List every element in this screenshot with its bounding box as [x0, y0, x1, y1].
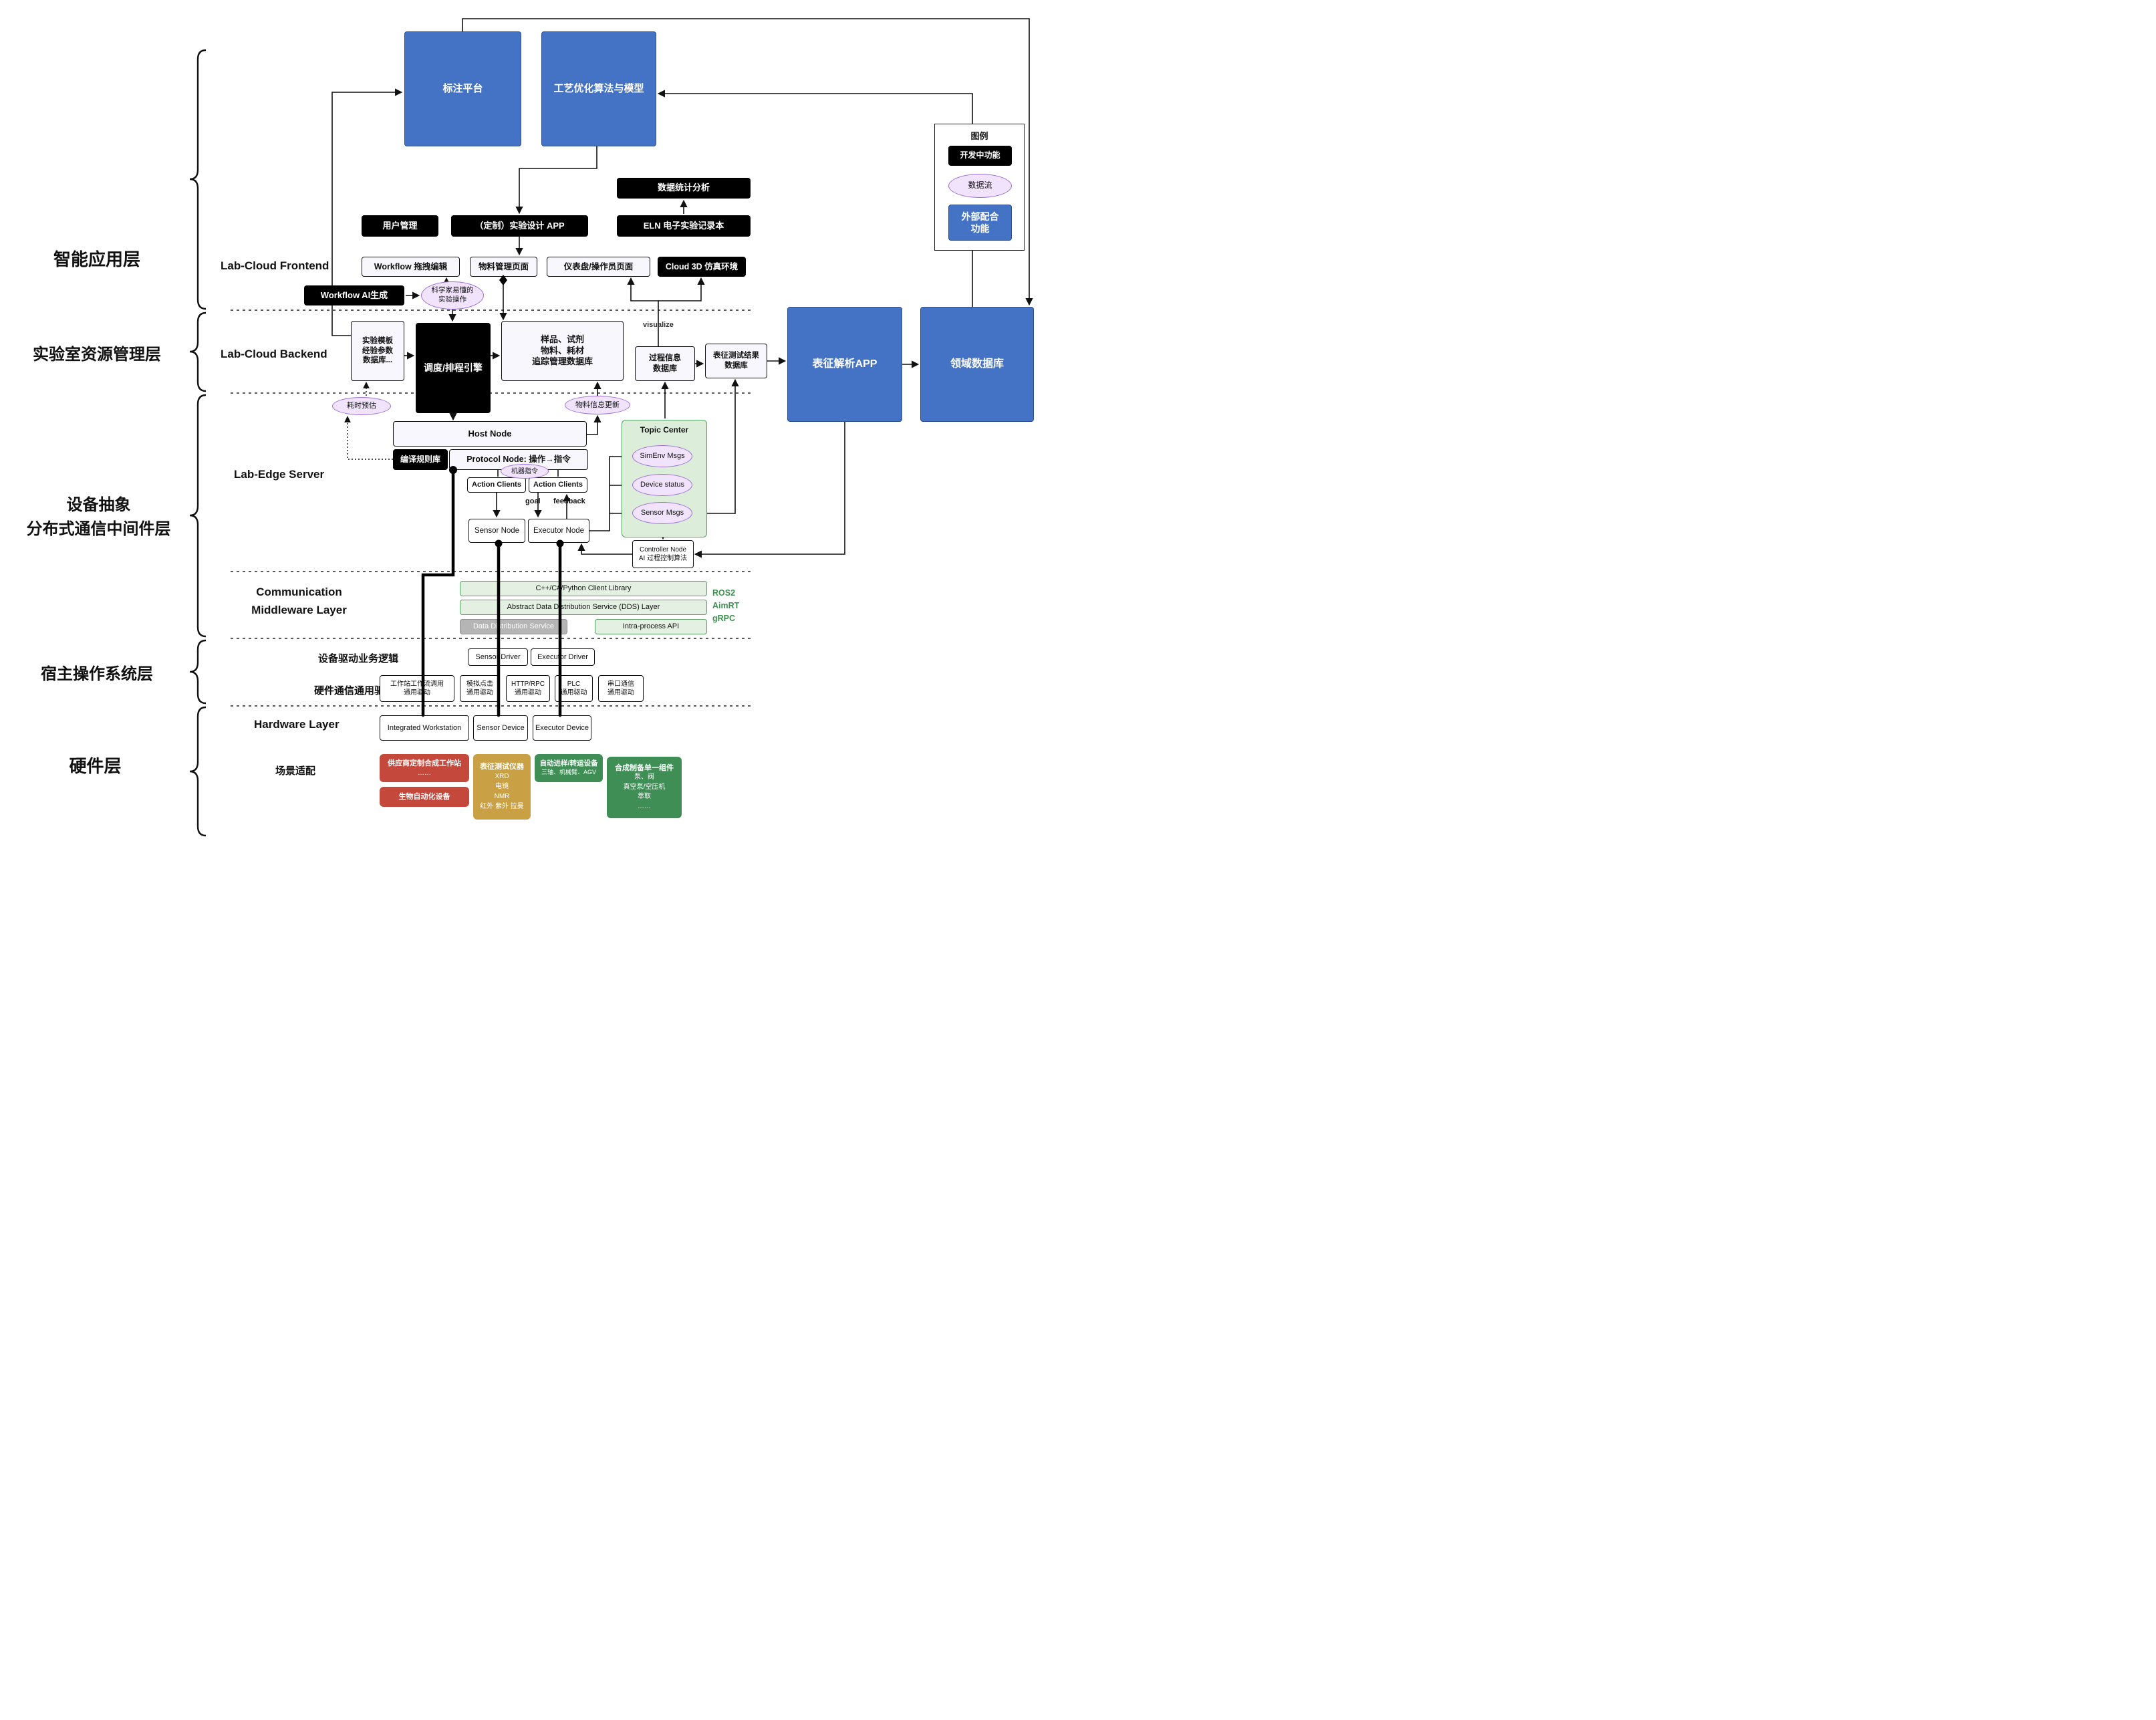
dotted-arrows — [344, 382, 393, 460]
plc-driver-node: PLC 通用驱动 — [555, 675, 593, 702]
goal-label: goal — [525, 497, 541, 505]
vendor-workstation-node: 供应商定制合成工作站 …… — [380, 754, 469, 782]
dds-service-bar: Data Distribution Service — [460, 619, 567, 634]
characterization-instruments-title: 表征测试仪器 — [480, 762, 524, 771]
synthesis-components-body: 泵、阀 真空泵/空压机 萃取 …… — [623, 773, 666, 810]
legend-item-data-flow: 数据流 — [948, 174, 1012, 198]
scheduler-engine-node: 调度/排程引擎 — [416, 323, 491, 413]
vendor-workstation-body: …… — [418, 769, 431, 777]
machine-command-flow: 机器指令 — [501, 464, 549, 479]
legend: 图例 开发中功能 数据流 外部配合 功能 — [934, 124, 1025, 251]
layer-label-hardware: 硬件层 — [69, 756, 122, 776]
process-info-db-node: 过程信息 数据库 — [635, 346, 695, 381]
characterization-instruments-node: 表征测试仪器 XRD 电镜 NMR 红外 紫外 拉曼 — [473, 754, 531, 820]
legend-title: 图例 — [970, 131, 988, 141]
visualize-label: visualize — [643, 321, 674, 329]
hardware-section-label: Hardware Layer — [254, 718, 340, 731]
process-optimization-node: 工艺优化算法与模型 — [541, 31, 656, 146]
scene-adaptation-label: 场景适配 — [275, 765, 316, 777]
workflow-editor-node: Workflow 拖拽编辑 — [362, 257, 460, 277]
dds-abstract-layer-bar: Abstract Data Distribution Service (DDS)… — [460, 600, 707, 615]
executor-node: Executor Node — [528, 519, 589, 543]
synthesis-components-node: 合成制备单一组件 泵、阀 真空泵/空压机 萃取 …… — [607, 757, 682, 818]
material-page-node: 物料管理页面 — [470, 257, 537, 277]
device-status-flow: Device status — [632, 474, 692, 496]
aimrt-label: AimRT — [712, 601, 740, 610]
http-rpc-driver-node: HTTP/RPC 通用驱动 — [506, 675, 550, 702]
integrated-workstation-node: Integrated Workstation — [380, 715, 469, 741]
layer-label-app: 智能应用层 — [53, 249, 140, 269]
workflow-ai-node: Workflow AI生成 — [304, 285, 404, 305]
domain-database-node: 领域数据库 — [920, 307, 1034, 422]
vendor-workstation-title: 供应商定制合成工作站 — [388, 759, 461, 768]
middleware-section-label: Communication Middleware Layer — [251, 586, 347, 617]
compile-rules-node: 编译规则库 — [393, 449, 448, 470]
scientist-operations-flow: 科学家易懂的 实验操作 — [421, 281, 484, 310]
action-clients-1-node: Action Clients — [467, 477, 526, 493]
frontend-section-label: Lab-Cloud Frontend — [221, 259, 329, 272]
workstation-driver-node: 工作站工作流调用 通用驱动 — [380, 675, 454, 702]
executor-device-node: Executor Device — [533, 715, 591, 741]
edge-server-section-label: Lab-Edge Server — [234, 468, 325, 481]
data-statistics-node: 数据统计分析 — [617, 178, 751, 199]
feedback-label: feedback — [553, 497, 585, 505]
transfer-equipment-node: 自动进样/转运设备 三轴、机械臂、AGV — [535, 754, 603, 782]
sensor-msgs-flow: Sensor Msgs — [632, 502, 692, 524]
bio-automation-node: 生物自动化设备 — [380, 787, 469, 807]
layer-label-host-os: 宿主操作系统层 — [41, 665, 153, 683]
host-node: Host Node — [393, 421, 587, 447]
dashboard-page-node: 仪表盘/操作员页面 — [547, 257, 650, 277]
legend-item-external: 外部配合 功能 — [948, 205, 1012, 241]
lab-architecture-diagram: 智能应用层 实验室资源管理层 设备抽象 分布式通信中间件层 宿主操作系统层 硬件… — [0, 0, 1078, 860]
annotation-platform-node: 标注平台 — [404, 31, 521, 146]
driver-logic-label: 设备驱动业务逻辑 — [318, 653, 399, 664]
user-management-node: 用户管理 — [362, 215, 438, 237]
transfer-equipment-title: 自动进样/转运设备 — [539, 759, 598, 768]
controller-node: Controller Node AI 过程控制算法 — [632, 540, 694, 568]
experiment-template-db-node: 实验模板 经验参数 数据库... — [351, 321, 404, 381]
characterization-instruments-body: XRD 电镜 NMR 红外 紫外 拉曼 — [480, 773, 524, 811]
executor-driver-node: Executor Driver — [531, 648, 595, 666]
layer-label-device-abstraction: 设备抽象 分布式通信中间件层 — [26, 496, 171, 538]
characterization-analysis-app-node: 表征解析APP — [787, 307, 902, 422]
legend-item-in-development: 开发中功能 — [948, 146, 1012, 166]
material-tracking-db-node: 样品、试剂 物料、耗材 追踪管理数据库 — [501, 321, 624, 381]
sensor-device-node: Sensor Device — [473, 715, 528, 741]
topic-center-title: Topic Center — [640, 425, 689, 435]
material-update-flow: 物料信息更新 — [565, 396, 630, 414]
client-library-bar: C++/C#/Python Client Library — [460, 581, 707, 596]
sensor-node: Sensor Node — [468, 519, 525, 543]
transfer-equipment-body: 三轴、机械臂、AGV — [541, 768, 596, 775]
simenv-msgs-flow: SimEnv Msgs — [632, 445, 692, 467]
layer-label-resource: 实验室资源管理层 — [33, 346, 161, 364]
ros2-label: ROS2 — [712, 588, 736, 598]
intra-process-api-bar: Intra-process API — [595, 619, 707, 634]
synthesis-components-title: 合成制备单一组件 — [615, 763, 674, 772]
serial-driver-node: 串口通信 通用驱动 — [598, 675, 644, 702]
grpc-label: gRPC — [712, 614, 736, 623]
cloud-3d-sim-node: Cloud 3D 仿真环境 — [658, 257, 746, 277]
time-estimation-flow: 耗时预估 — [332, 397, 391, 415]
layer-braces — [189, 49, 207, 837]
eln-node: ELN 电子实验记录本 — [617, 215, 751, 237]
characterization-result-db-node: 表征测试结果 数据库 — [705, 344, 767, 378]
action-clients-2-node: Action Clients — [529, 477, 587, 493]
click-sim-driver-node: 模拟点击 通用驱动 — [460, 675, 500, 702]
backend-section-label: Lab-Cloud Backend — [221, 348, 327, 360]
hw-comm-driver-label: 硬件通信通用驱动 — [314, 685, 395, 697]
experiment-design-app-node: （定制）实验设计 APP — [451, 215, 588, 237]
sensor-driver-node: Sensor Driver — [468, 648, 528, 666]
